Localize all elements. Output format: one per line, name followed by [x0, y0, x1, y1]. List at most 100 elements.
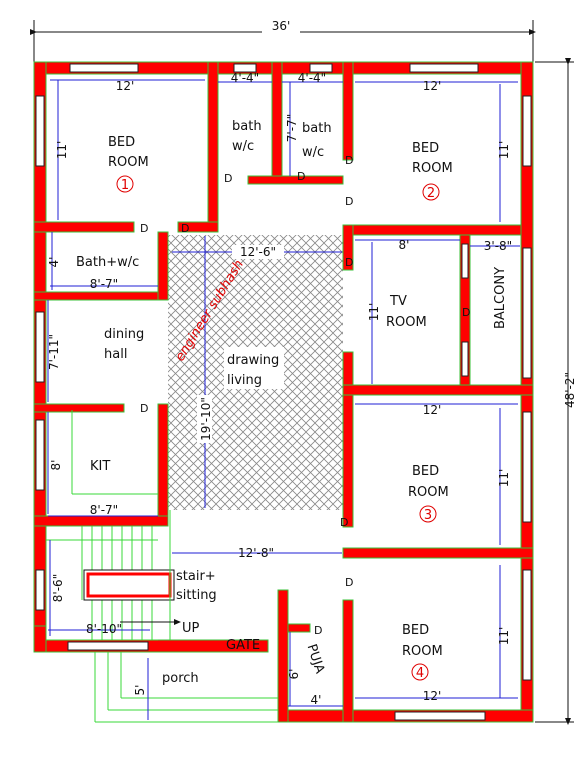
- window-bottom-2: [67, 641, 149, 651]
- door-mark: D: [297, 170, 305, 183]
- bed-room-3-name2: ROOM: [408, 485, 449, 500]
- window-right-2: [522, 247, 532, 379]
- bath-1-name1: bath: [232, 119, 262, 134]
- dining-hall-depth: 7'-11": [47, 334, 61, 370]
- bed-room-1-depth: 11': [55, 141, 69, 160]
- window-right-1: [522, 95, 532, 167]
- tv-room-width: 8': [399, 238, 410, 252]
- drawing-living-depth: 19'-10": [199, 397, 213, 441]
- door-mark: D: [140, 222, 148, 235]
- window-top-2: [233, 63, 257, 73]
- dining-hall-name2: hall: [104, 347, 127, 362]
- door-mark: D: [340, 516, 348, 529]
- bed-room-3-number: 3: [424, 508, 432, 523]
- kitchen: 8' KIT 8'-7": [49, 459, 118, 517]
- porch-depth: 5': [133, 685, 147, 696]
- bed-room-1: 12' 11' BED ROOM 1: [55, 79, 149, 193]
- bed-room-2: 12' 11' BED ROOM 2: [412, 79, 511, 201]
- puja-name: PUJA: [304, 642, 328, 675]
- bed-room-1-name2: ROOM: [108, 155, 149, 170]
- bed-room-3: 12' 11' BED ROOM 3: [408, 403, 511, 523]
- bed-room-2-name2: ROOM: [412, 161, 453, 176]
- window-right-4: [522, 569, 532, 681]
- bed-room-2-name1: BED: [412, 141, 439, 156]
- bath-2: 4'-4" 7'-7" bath w/c: [285, 71, 332, 160]
- porch-name: porch: [162, 671, 199, 686]
- stair-up-label: UP: [182, 621, 200, 636]
- bed-room-2-width: 12': [423, 79, 442, 93]
- bed-room-4-name2: ROOM: [402, 644, 443, 659]
- puja-width: 4': [311, 693, 322, 707]
- window-tv-2: [461, 341, 469, 377]
- bed-room-3-depth: 11': [497, 469, 511, 488]
- kitchen-width: 8'-7": [90, 503, 118, 517]
- door-mark: D: [224, 172, 232, 185]
- room-dimension-lines: [47, 79, 520, 720]
- drawing-living-width: 12'-6": [240, 245, 276, 259]
- balcony-width: 3'-8": [484, 239, 512, 253]
- bed-room-4: BED ROOM 4 11' 12': [402, 623, 511, 703]
- drawing-living: 12'-6" 19'-10" drawing living: [197, 245, 284, 443]
- drawing-living-name2: living: [227, 373, 262, 388]
- door-marks: D D D D D D D D D D D D: [140, 154, 470, 637]
- bath-wc-name: Bath+w/c: [76, 255, 139, 270]
- window-top-3: [309, 63, 333, 73]
- bed-room-2-number: 2: [427, 186, 435, 201]
- window-left-1: [35, 95, 45, 167]
- kitchen-name: KIT: [90, 459, 110, 474]
- drawing-living-name1: drawing: [227, 353, 279, 368]
- bath-2-name1: bath: [302, 121, 332, 136]
- bed-room-1-width: 12': [116, 79, 135, 93]
- bath-2-width: 4'-4": [298, 71, 326, 85]
- balcony: 3'-8" BALCONY: [484, 239, 512, 329]
- bed-room-1-name1: BED: [108, 135, 135, 150]
- dining-hall-name1: dining: [104, 327, 144, 342]
- window-tv-1: [461, 243, 469, 279]
- balcony-name: BALCONY: [493, 267, 508, 329]
- door-mark: D: [345, 154, 353, 167]
- window-left-3: [35, 419, 45, 491]
- bath-wc-depth: 4': [47, 257, 61, 268]
- bed-room-4-number: 4: [416, 666, 424, 681]
- windows: [35, 63, 532, 721]
- gate-label: GATE: [226, 638, 260, 653]
- bath-1-name2: w/c: [232, 139, 254, 154]
- bed-room-2-depth: 11': [497, 141, 511, 160]
- window-left-4: [35, 569, 45, 611]
- window-top-4: [409, 63, 479, 73]
- bath-wc-width: 8'-7": [90, 277, 118, 291]
- puja-depth: 6': [287, 669, 301, 680]
- overall-dimensions: 36' 48'-2": [30, 18, 577, 725]
- overall-width-label: 36': [272, 19, 291, 33]
- passage-width: 12'-8": [238, 546, 274, 560]
- dining-hall: 7'-11" dining hall: [47, 327, 144, 370]
- door-mark: D: [345, 576, 353, 589]
- bath-wc: 4' Bath+w/c 8'-7": [47, 255, 139, 291]
- kitchen-depth: 8': [49, 460, 63, 471]
- stair-name1: stair+: [176, 569, 216, 584]
- window-top-1: [69, 63, 139, 73]
- bath-1: 4'-4" bath w/c: [231, 71, 262, 154]
- bath-1-width: 4'-4": [231, 71, 259, 85]
- bed-room-3-width: 12': [423, 403, 442, 417]
- door-mark: D: [345, 195, 353, 208]
- bed-room-3-name1: BED: [412, 464, 439, 479]
- window-left-2: [35, 311, 45, 383]
- bed-room-1-number: 1: [121, 178, 129, 193]
- tv-room: 8' 11' TV ROOM: [367, 238, 427, 330]
- stair-name2: sitting: [176, 588, 217, 603]
- door-mark: D: [140, 402, 148, 415]
- bath-2-name2: w/c: [302, 145, 324, 160]
- door-mark: D: [181, 222, 189, 235]
- bed-room-4-width: 12': [423, 689, 442, 703]
- window-right-3: [522, 411, 532, 523]
- door-mark: D: [345, 256, 353, 269]
- tv-room-name1: TV: [389, 294, 407, 309]
- tv-room-depth: 11': [367, 303, 381, 322]
- stair-depth: 8'-6": [51, 574, 65, 602]
- overall-depth-label: 48'-2": [563, 372, 577, 408]
- stair-steps: [46, 410, 278, 723]
- puja: 6' PUJA 4': [287, 642, 327, 707]
- stair-width: 8'-10": [86, 622, 122, 636]
- bath-2-depth: 7'-7": [285, 114, 299, 142]
